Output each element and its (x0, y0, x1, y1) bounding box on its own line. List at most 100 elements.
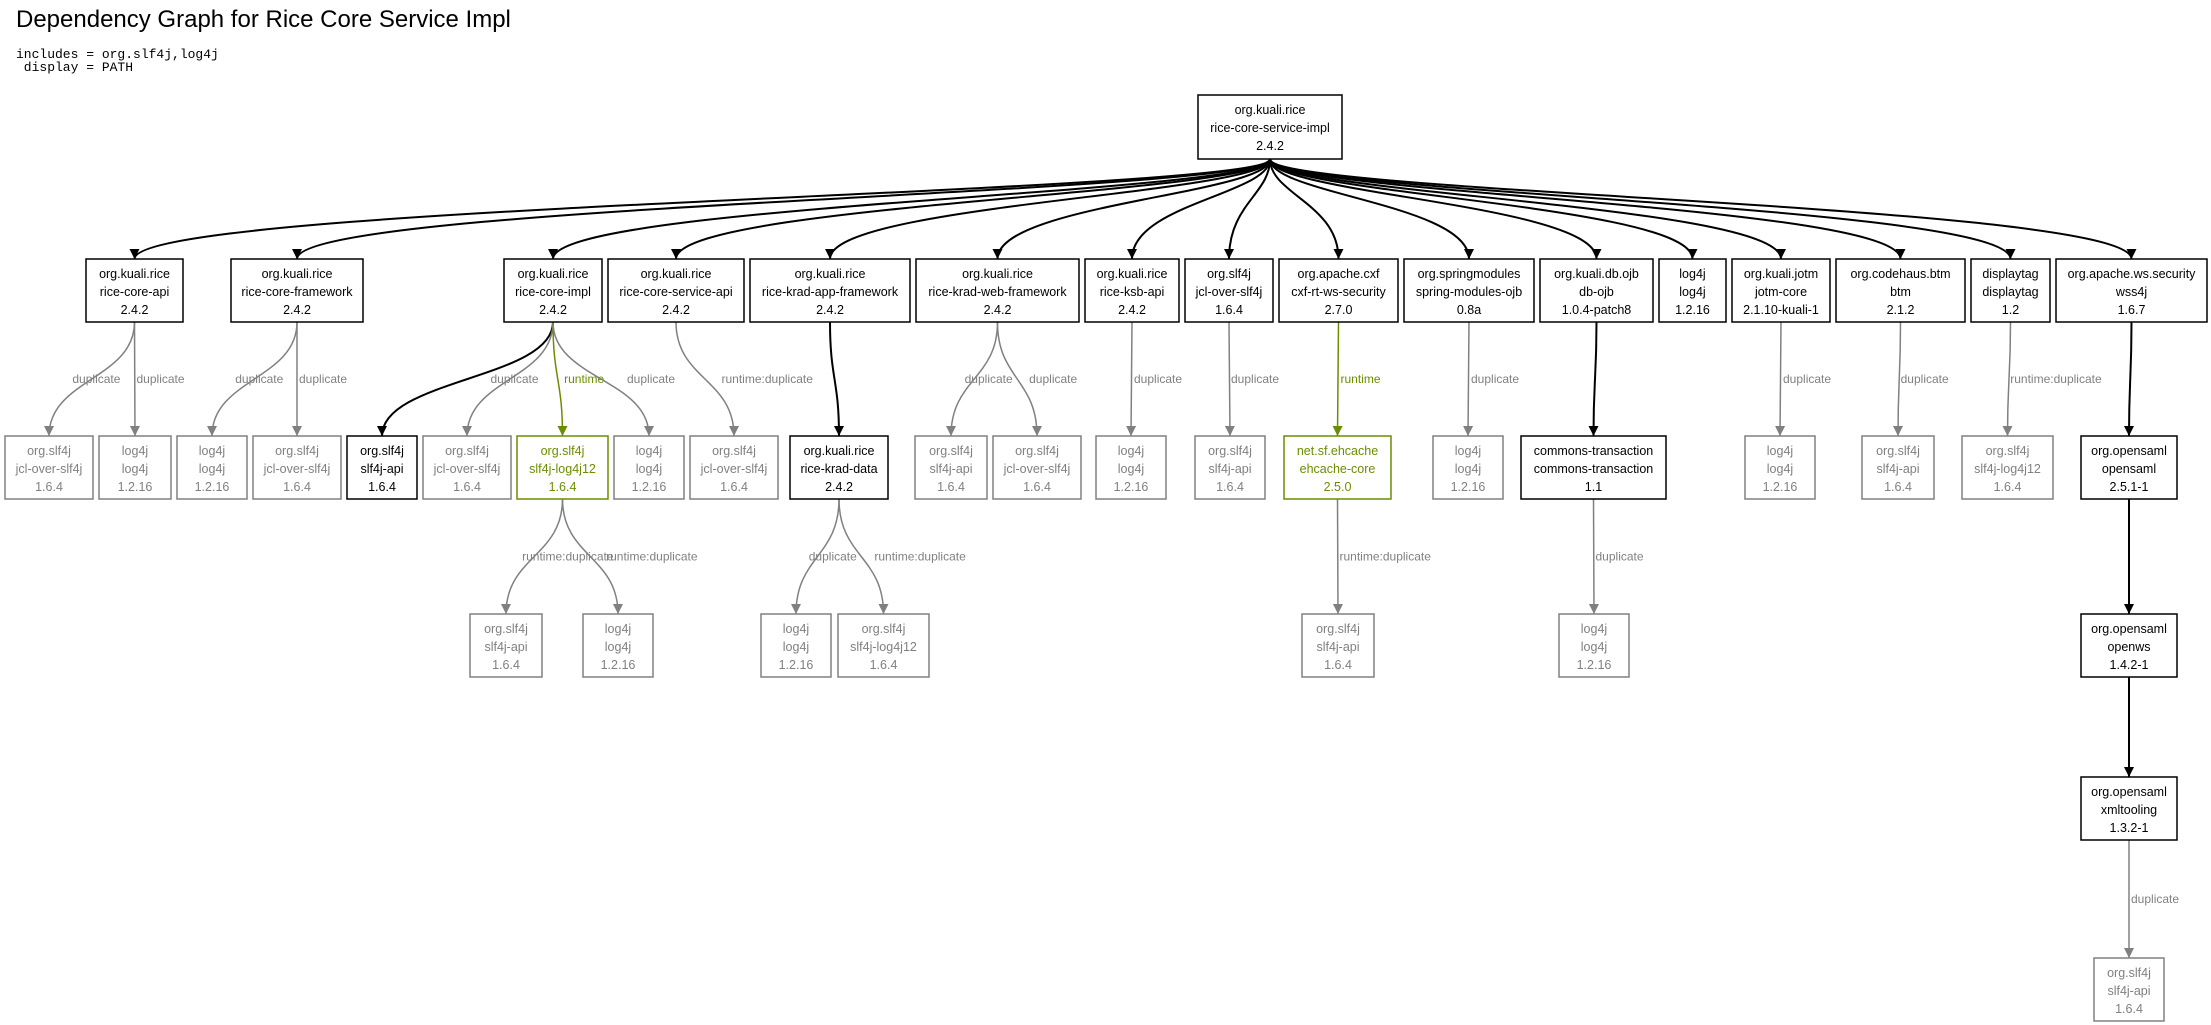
edge-label: duplicate (491, 372, 539, 386)
node-artifact: jotm-core (1754, 285, 1807, 299)
node-version: 2.5.0 (1324, 480, 1352, 494)
edge-n1-c1 (44, 321, 136, 437)
edge-label: runtime (1341, 372, 1381, 386)
node-group: org.codehaus.btm (1850, 267, 1950, 281)
node-group: org.kuali.rice (99, 267, 170, 281)
node-group: org.opensaml (2091, 785, 2167, 799)
node-version: 1.4.2-1 (2110, 658, 2149, 672)
edge-n2-c3 (207, 321, 298, 437)
node-group: org.slf4j (1986, 444, 2030, 458)
edge-n14-c19 (1893, 321, 1904, 437)
node-artifact: log4j (199, 462, 225, 476)
edge-n3-c8 (552, 321, 654, 437)
graph-parameters: includes = org.slf4j,log4j display = PAT… (16, 48, 219, 74)
node-version: 1.6.4 (492, 658, 520, 672)
edge-label: duplicate (1231, 372, 1279, 386)
edge-root-n7 (1127, 158, 1271, 260)
node-artifact: jcl-over-slf4j (263, 462, 331, 476)
node-box (1403, 258, 1535, 323)
node-version: 2.4.2 (539, 303, 567, 317)
node-group: org.slf4j (445, 444, 489, 458)
node-version: 1.2.16 (1675, 303, 1710, 317)
node-artifact: rice-core-api (100, 285, 169, 299)
node-version: 2.4.2 (1256, 139, 1284, 153)
edge-label: duplicate (1596, 550, 1644, 564)
node-artifact: opensaml (2102, 462, 2156, 476)
edge-label: duplicate (72, 372, 120, 386)
edge-c15-g5 (1332, 498, 1343, 615)
dependency-node-commons-transaction[interactable]: commons-transactioncommons-transaction1.… (1520, 435, 1667, 500)
node-group: log4j (199, 444, 225, 458)
dependency-node-rice-krad-web-framework[interactable]: org.kuali.ricerice-krad-web-framework2.4… (915, 258, 1080, 323)
node-group: displaytag (1982, 267, 2038, 281)
edge-n5-c10 (829, 321, 844, 437)
node-version: 2.4.2 (283, 303, 311, 317)
node-version: 0.8a (1457, 303, 1481, 317)
node-artifact: jcl-over-slf4j (1003, 462, 1071, 476)
node-artifact: slf4j-api (2107, 984, 2150, 998)
node-artifact: btm (1890, 285, 1911, 299)
edge-root-n15 (1269, 158, 2016, 260)
node-box (1278, 258, 1399, 323)
edge-label: duplicate (809, 550, 857, 564)
node-version: 1.6.4 (283, 480, 311, 494)
node-box (516, 435, 609, 500)
node-box (1184, 258, 1274, 323)
node-version: 1.3.2-1 (2110, 821, 2149, 835)
dependency-node-rice-krad-app-framework[interactable]: org.kuali.ricerice-krad-app-framework2.4… (749, 258, 911, 323)
node-artifact: slf4j-api (1208, 462, 1251, 476)
node-version: 1.6.4 (1994, 480, 2022, 494)
edge-n1-c2 (129, 321, 140, 437)
dependency-node-rice-core-service-impl[interactable]: org.kuali.ricerice-core-service-impl2.4.… (1197, 94, 1343, 160)
edge-n11-c17 (1588, 321, 1599, 437)
node-group: org.opensaml (2091, 444, 2167, 458)
edge-n15-c20 (2002, 321, 2013, 437)
node-version: 2.4.2 (662, 303, 690, 317)
edge-n8-c14 (1224, 321, 1235, 437)
node-box (613, 435, 685, 500)
